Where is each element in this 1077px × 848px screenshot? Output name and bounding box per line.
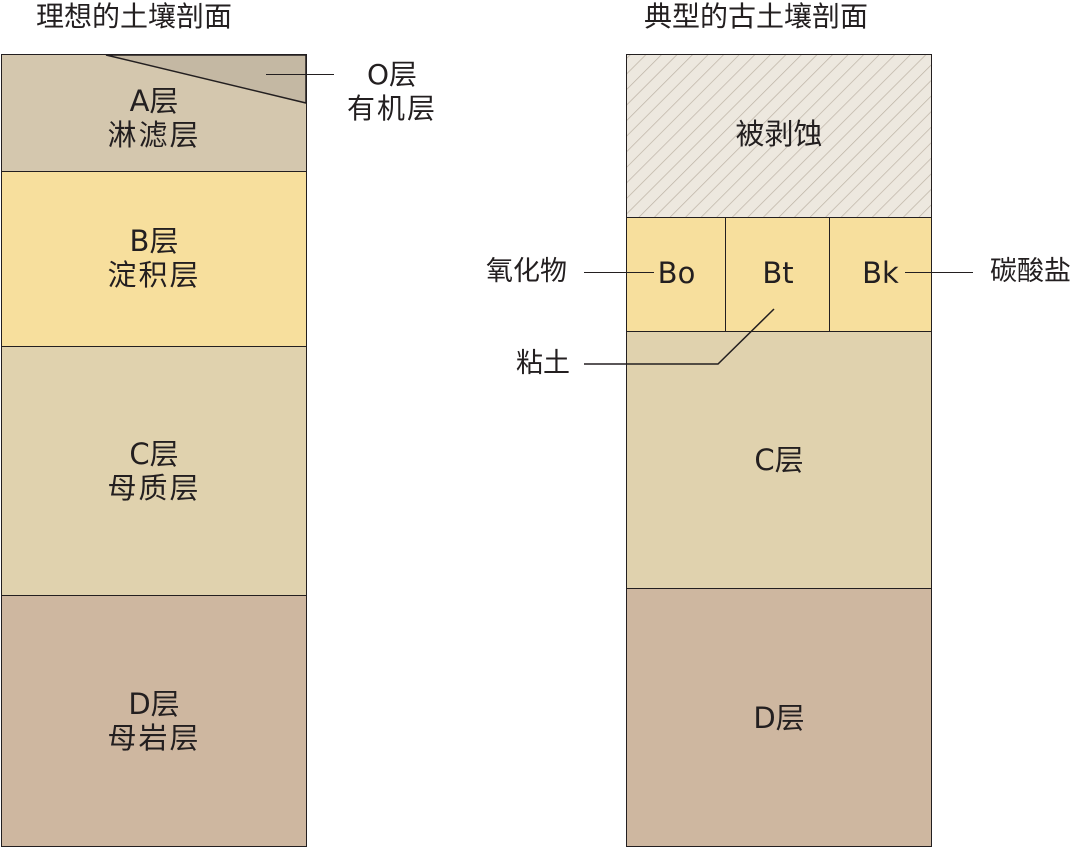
layer-d (1, 595, 307, 847)
layer-b-name: 淀积层 (107, 258, 201, 292)
layer-o-name: 有机层 (346, 92, 437, 125)
layer-c (1, 346, 307, 596)
layer-b-label: B层 淀积层 (1, 224, 307, 292)
layer-a-label: A层 淋滤层 (1, 84, 307, 152)
bt-label: Bt (762, 256, 794, 290)
carbonate-annotation: 碳酸盐 (990, 256, 1071, 287)
layer-c-name: 母质层 (107, 471, 201, 505)
left-profile-title: 理想的土壤剖面 (36, 0, 233, 33)
layer-a-code: A层 (129, 84, 179, 118)
bk-label: Bk (862, 256, 899, 290)
layer-d-name: 母岩层 (107, 721, 201, 755)
layer-bk (829, 217, 932, 333)
bt-leader-line (584, 308, 775, 365)
bo-label: Bo (657, 256, 696, 290)
eroded-hatch (627, 55, 931, 217)
bo-leader-line (584, 272, 654, 273)
layer-o-callout: O层 有机层 (340, 58, 444, 126)
layer-c-label: C层 母质层 (1, 437, 307, 505)
layer-d-code: D层 (128, 687, 180, 721)
layer-d-right (626, 588, 932, 847)
layer-b (1, 171, 307, 347)
layer-o-code: O层 (366, 58, 418, 91)
bk-leader-line (905, 272, 973, 273)
eroded-label: 被剥蚀 (735, 117, 823, 151)
layer-a-name: 淋滤层 (107, 118, 201, 152)
layer-o-leader-line (266, 74, 334, 75)
oxide-annotation: 氧化物 (486, 256, 567, 287)
layer-c-code: C层 (129, 437, 179, 471)
layer-c-right-label: C层 (754, 443, 804, 477)
layer-d-right-label: D层 (753, 701, 805, 735)
clay-annotation: 粘土 (516, 348, 570, 379)
layer-d-label: D层 母岩层 (1, 687, 307, 755)
right-profile-title: 典型的古土壤剖面 (644, 0, 869, 33)
layer-c-right (626, 331, 932, 590)
layer-b-code: B层 (129, 224, 179, 258)
layer-o (105, 54, 307, 104)
